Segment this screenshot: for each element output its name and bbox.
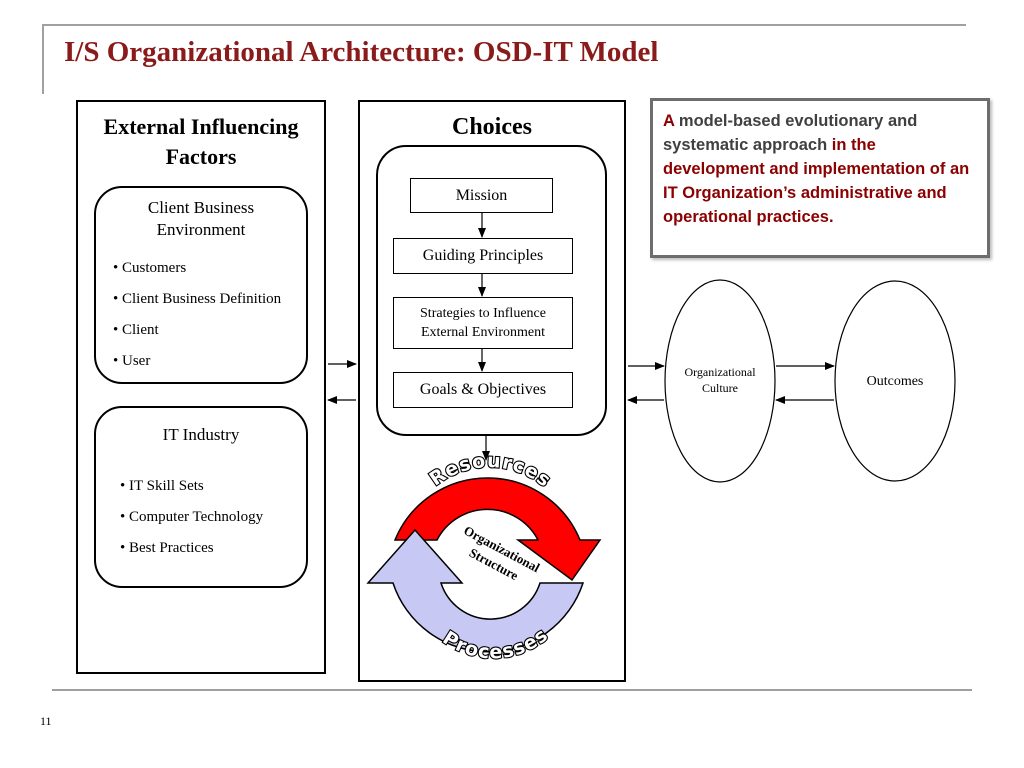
list-item: • IT Skill Sets bbox=[120, 478, 204, 494]
mission-box: Mission bbox=[410, 178, 553, 213]
resources-arrow bbox=[393, 477, 602, 582]
processes-arrow bbox=[366, 528, 585, 653]
external-factors-heading: External Influencing Factors bbox=[103, 114, 299, 169]
industry-bullet-list: • IT Skill Sets • Computer Technology • … bbox=[120, 471, 306, 564]
list-item: • User bbox=[113, 353, 151, 369]
bottom-rule bbox=[52, 689, 972, 691]
goals-objectives-box: Goals & Objectives bbox=[393, 372, 573, 408]
organizational-culture-ellipse bbox=[664, 279, 776, 483]
client-business-environment-box: Client Business Environment • Customers … bbox=[94, 186, 308, 384]
list-item: • Customers bbox=[113, 260, 187, 276]
slide-title: I/S Organizational Architecture: OSD-IT … bbox=[64, 36, 659, 68]
list-item: • Client bbox=[113, 322, 159, 338]
it-industry-heading: IT Industry bbox=[162, 425, 240, 444]
outcomes-label: Outcomes bbox=[866, 374, 924, 389]
organizational-culture-label: Organizational Culture bbox=[684, 365, 756, 395]
guiding-principles-box: Guiding Principles bbox=[393, 238, 573, 274]
outcomes-ellipse bbox=[834, 280, 956, 482]
client-business-environment-heading: Client Business Environment bbox=[147, 198, 255, 239]
organizational-structure-label: Organizational Structure bbox=[461, 523, 542, 584]
list-item: • Computer Technology bbox=[120, 509, 264, 525]
it-industry-box: IT Industry • IT Skill Sets • Computer T… bbox=[94, 406, 308, 588]
choices-heading: Choices bbox=[452, 114, 532, 140]
page-number: 11 bbox=[40, 714, 52, 728]
list-item: • Best Practices bbox=[120, 540, 214, 556]
left-rule bbox=[42, 24, 44, 94]
callout-box: A model-based evolutionary and systemati… bbox=[650, 98, 990, 258]
top-rule bbox=[42, 24, 966, 26]
strategies-box: Strategies to Influence External Environ… bbox=[393, 297, 573, 349]
list-item: • Client Business Definition bbox=[113, 291, 282, 307]
client-bullet-list: • Customers • Client Business Definition… bbox=[113, 253, 306, 377]
